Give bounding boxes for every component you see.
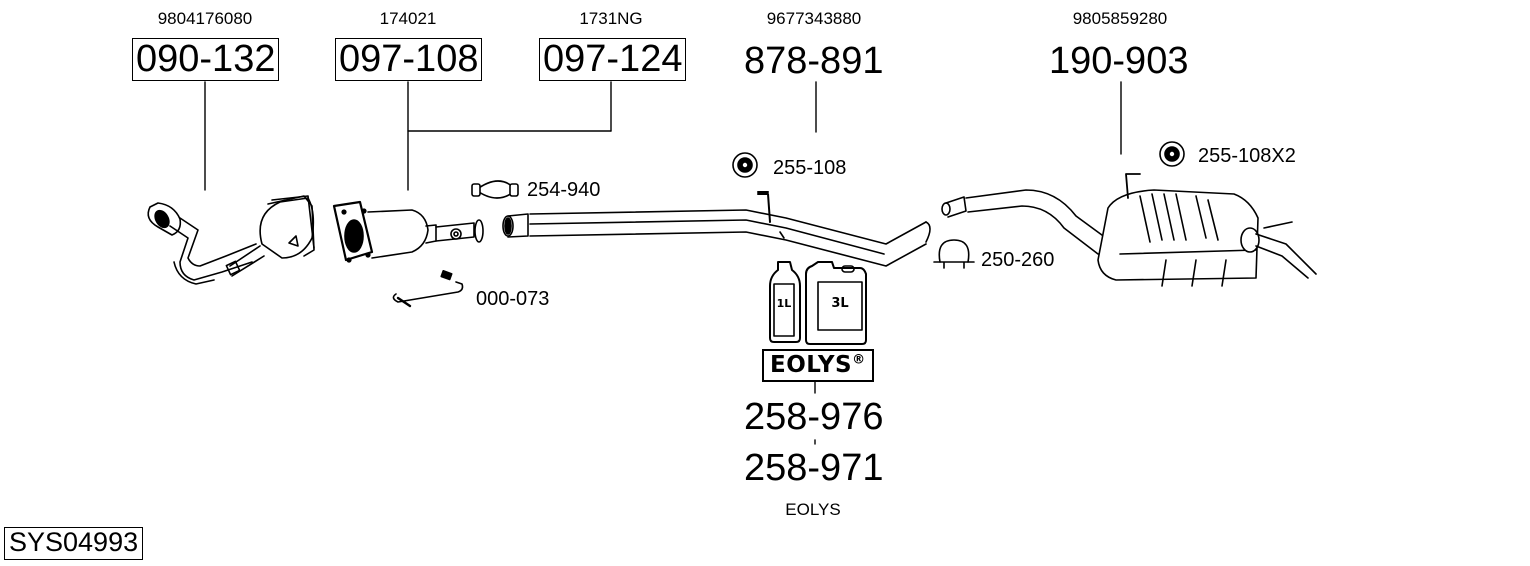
intermediate-pipe-drawing [502, 191, 931, 267]
part-number-258-971[interactable]: 258-971 [744, 447, 884, 489]
leader-lines [204, 81, 1122, 445]
accessory-255-108[interactable]: 255-108 [773, 157, 847, 179]
additive-bottle-1l-icon [769, 261, 801, 343]
additive-bottle-3l-icon [805, 261, 867, 345]
part-number-090-132[interactable]: 090-132 [132, 38, 280, 81]
rear-silencer-drawing [941, 173, 1317, 287]
part-number-097-124[interactable]: 097-124 [539, 38, 687, 81]
part-number-190-903[interactable]: 190-903 [1049, 40, 1189, 82]
rubber-mount-icon [732, 152, 758, 178]
eolys-brand-label: EOLYS [770, 352, 853, 378]
accessory-254-940[interactable]: 254-940 [527, 179, 601, 201]
oe-number-097-108: 174021 [379, 9, 437, 28]
rubber-mount-icon [1159, 141, 1185, 167]
front-catalyst-drawing [147, 195, 315, 285]
accessory-250-260[interactable]: 250-260 [981, 249, 1055, 271]
accessory-255-108x2[interactable]: 255-108X2 [1198, 145, 1296, 167]
part-number-097-108[interactable]: 097-108 [335, 38, 483, 81]
part-number-258-976[interactable]: 258-976 [744, 396, 884, 438]
eolys-caption: EOLYS [785, 500, 841, 519]
system-code: SYS04993 [4, 527, 144, 560]
eolys-brand-box: EOLYS® [762, 349, 874, 382]
sensor-pipe-drawing [392, 270, 464, 308]
particulate-filter-drawing [332, 200, 484, 263]
oe-number-097-124: 1731NG [579, 9, 643, 28]
accessory-000-073[interactable]: 000-073 [476, 288, 550, 310]
bottle-1l-label: 1L [776, 297, 792, 310]
oe-number-190-903: 9805859280 [1072, 9, 1168, 28]
registered-mark: ® [852, 352, 866, 368]
part-number-878-891[interactable]: 878-891 [744, 40, 884, 82]
oe-number-090-132: 9804176080 [157, 9, 253, 28]
oe-number-878-891: 9677343880 [766, 9, 862, 28]
exhaust-clamp-icon [471, 180, 519, 199]
u-bolt-clamp-icon [933, 239, 975, 269]
bottle-3l-label: 3L [831, 296, 849, 311]
